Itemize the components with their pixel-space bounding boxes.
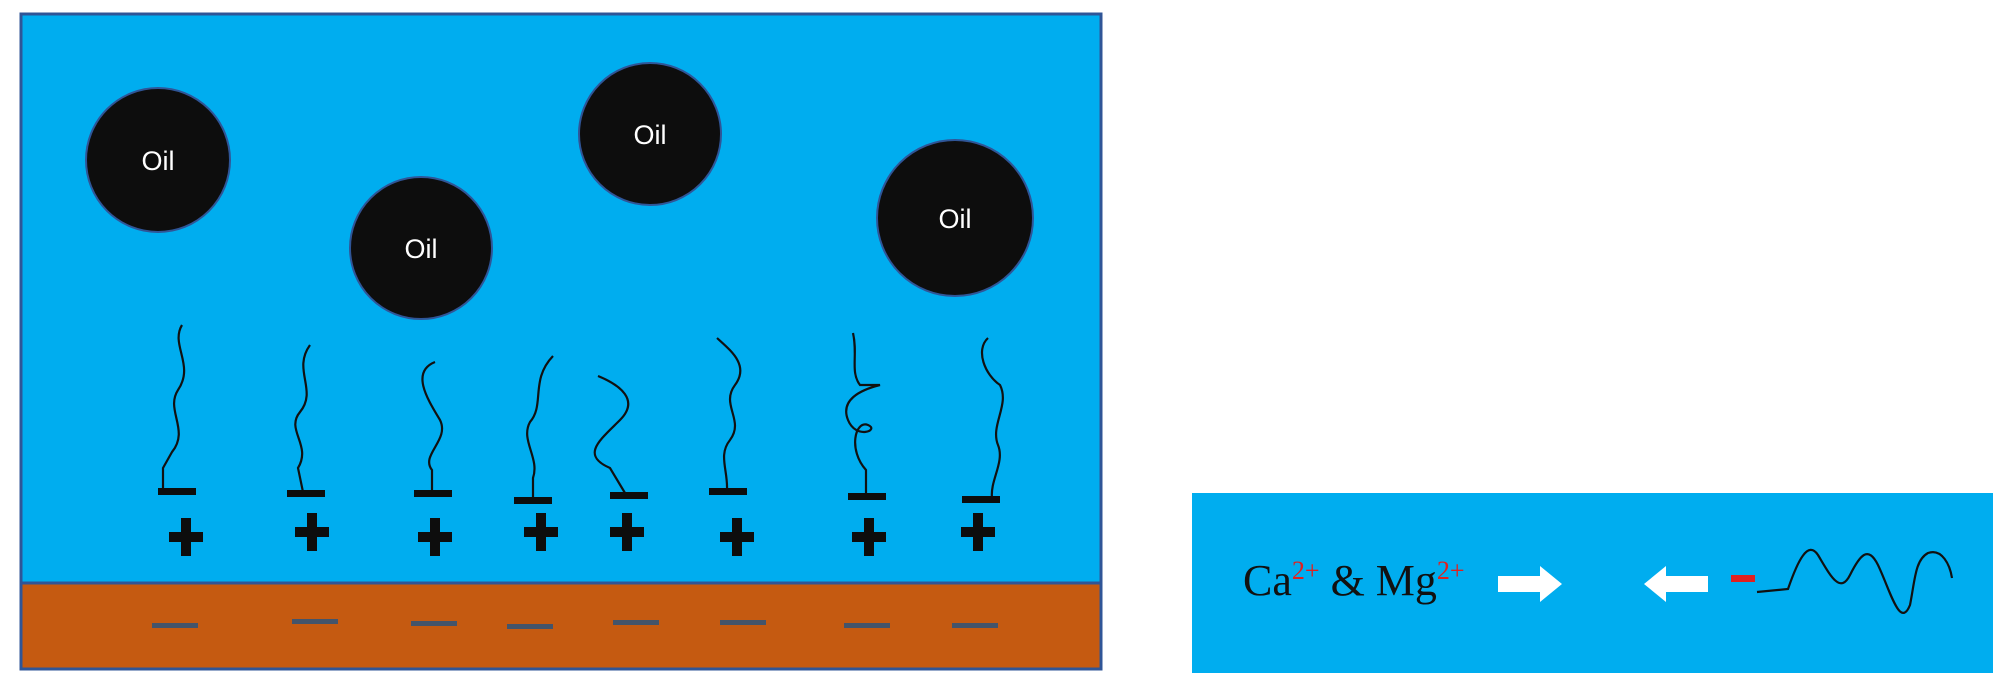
cation-plus [720,518,754,556]
rock-negative-charge [507,624,553,629]
oil-label: Oil [405,234,438,264]
surfactant-head-charge [610,492,648,499]
surfactant-tail [294,344,311,493]
cation-plus [852,518,886,556]
surfactant-tail [845,332,881,495]
legend-cations-text: Ca2+ & Mg2+ [1243,556,1465,605]
legend-box [1192,493,1993,673]
surfactant-tail [716,337,742,491]
surfactant-head-charge [514,497,552,504]
surfactant-head-charge [848,493,886,500]
surfactant-tails [161,324,1004,499]
surfactant-heads [158,488,1000,504]
surfactant-head-charge [287,490,325,497]
cation-plus [418,518,452,556]
oil-droplet: Oil [85,87,231,233]
rock-negative-charges [152,619,998,629]
cation-plus-signs [169,513,995,556]
surfactant-tail [526,355,554,499]
legend-surfactant-charge [1731,575,1755,582]
rock-negative-charge [152,623,198,628]
rock-substrate [19,581,1103,671]
surfactant-tail [593,374,630,494]
cation-plus [961,513,995,551]
oil-label: Oil [939,204,972,234]
right-arrow-icon [1498,566,1562,602]
cation-plus [295,513,329,551]
rock-negative-charge [952,623,998,628]
rock-negative-charge [613,620,659,625]
oil-label: Oil [634,120,667,150]
oil-droplet: Oil [349,176,493,320]
surfactant-tail [981,337,1004,499]
legend-surfactant-tail [1756,548,1954,614]
oil-droplet: Oil [578,62,722,206]
left-arrow-icon [1644,566,1708,602]
surfactant-tail [421,360,444,493]
surfactant-head-charge [414,490,452,497]
oil-label: Oil [142,146,175,176]
oil-droplet: Oil [876,139,1034,297]
rock-negative-charge [844,623,890,628]
rock-negative-charge [411,621,457,626]
surfactant-head-charge [158,488,196,495]
surfactant-tail [161,324,186,490]
surfactant-head-charge [962,496,1000,503]
surfactant-head-charge [709,488,747,495]
cation-plus [610,513,644,551]
cation-plus [169,518,203,556]
rock-negative-charge [292,619,338,624]
rock-negative-charge [720,620,766,625]
cation-plus [524,513,558,551]
